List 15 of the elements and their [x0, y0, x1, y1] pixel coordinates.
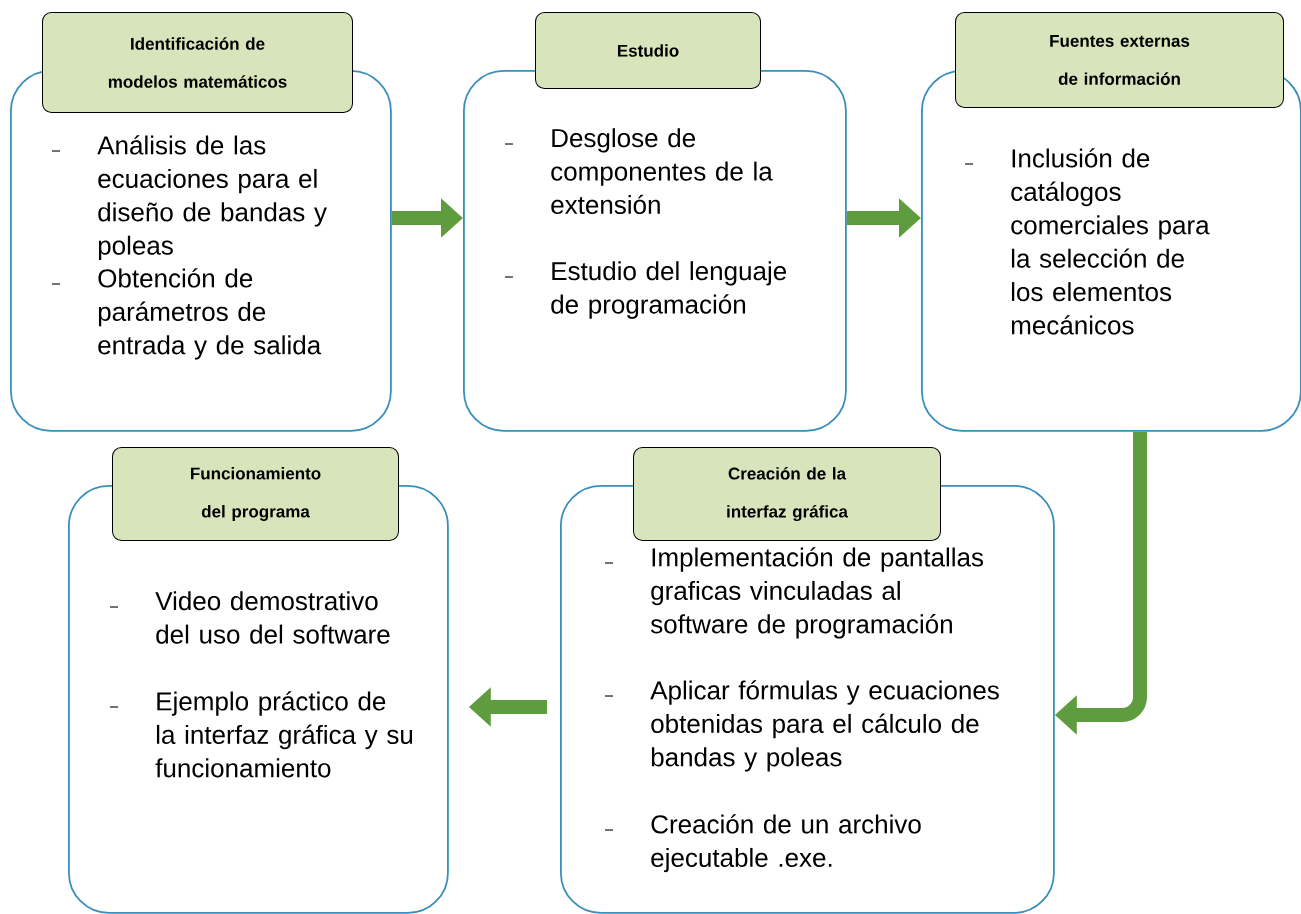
list-item: Análisis de las ecuaciones para el diseño de bandas y poleas — [97, 135, 327, 260]
header-tab: Identificación de modelos matemáticos — [42, 12, 353, 113]
list-item: Aplicar fórmulas y ecuaciones obtenidas para el cálculo de bandas y poleas — [650, 680, 999, 772]
list-item: Desglose de componentes de la extensión — [551, 128, 773, 215]
list-item: Estudio del lenguaje de programación — [551, 261, 787, 319]
header-tab: Fuentes externas de información — [955, 12, 1284, 108]
list-item: Ejemplo práctico de la interfaz gráfica y su funcionamiento — [155, 691, 413, 778]
list-item: Creación de un archivo ejecutable .exe. — [651, 814, 921, 873]
header-tab: Funcionamiento del programa — [112, 447, 399, 541]
list-item: Video demostrativo del uso del software — [155, 591, 390, 644]
header-tab: Estudio — [535, 12, 761, 89]
list-item: Obtención de parámetros de entrada y de salida — [98, 268, 322, 360]
list-item: Inclusión de catálogos comerciales para la selección de los elementos mecánicos — [1011, 148, 1210, 335]
list-item: Implementación de pantallas graficas vinculadas al software de programación — [650, 547, 984, 639]
header-tab: Creación de la interfaz gráfica — [633, 447, 941, 541]
